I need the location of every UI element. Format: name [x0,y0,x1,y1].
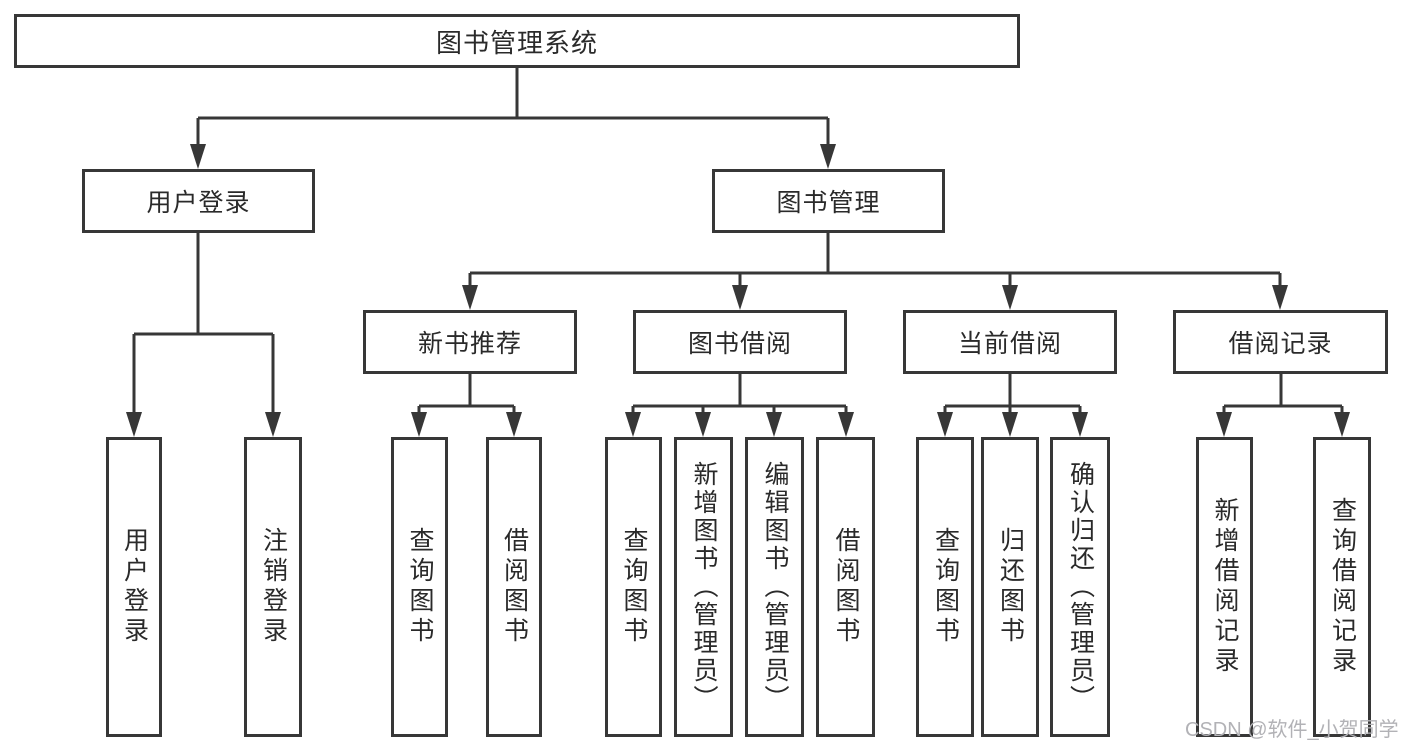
node-user-login: 用户登录 [82,169,315,233]
arrowhead-icon [838,412,854,437]
arrowhead-icon [1002,285,1018,310]
leaf-borrow-books-2: 借阅图书 [816,437,875,737]
arrowhead-icon [1334,412,1350,437]
arrowhead-icon [937,412,953,437]
wire-userlogin-group [132,233,275,414]
leaf-logout: 注销登录 [244,437,302,737]
leaf-label: 借阅图书 [500,527,529,647]
arrowhead-icon [1002,412,1018,437]
leaf-label: 查询图书 [620,527,648,647]
leaf-label: 借阅图书 [832,527,860,647]
arrowhead-icon [1072,412,1088,437]
leaf-add-books-admin: 新增图书（管理员） [674,437,733,737]
leaf-label: 用户登录 [120,527,149,647]
arrowhead-icon [190,144,206,169]
leaf-query-books-2: 查询图书 [605,437,662,737]
csdn-watermark: CSDN @软件_小贺同学 [1185,719,1399,741]
leaf-user-login: 用户登录 [106,437,162,737]
wire-bookmgmt-to-level3 [468,233,1282,288]
arrowheads [126,144,1350,437]
wire-currentborrow-group [943,374,1082,414]
arrowhead-icon [1216,412,1232,437]
leaf-borrow-books-1: 借阅图书 [486,437,542,737]
arrowhead-icon [506,412,522,437]
node-new-book-recommend: 新书推荐 [363,310,577,374]
wire-borrowrecords-group [1222,374,1344,414]
leaf-label: 新增借阅记录 [1211,497,1239,677]
leaf-label: 查询借阅记录 [1328,497,1357,677]
leaf-confirm-return-admin: 确认归还（管理员） [1050,437,1110,737]
node-book-borrow: 图书借阅 [633,310,847,374]
arrowhead-icon [732,285,748,310]
leaf-query-books-1: 查询图书 [391,437,448,737]
leaf-label: 编辑图书（管理员） [761,461,789,713]
leaf-label: 注销登录 [259,527,288,647]
leaf-label: 确认归还（管理员） [1066,461,1095,713]
arrowhead-icon [625,412,641,437]
node-book-management: 图书管理 [712,169,945,233]
node-root: 图书管理系统 [14,14,1020,68]
leaf-add-borrow-record: 新增借阅记录 [1196,437,1253,737]
leaf-label: 查询图书 [931,527,960,647]
node-borrow-records: 借阅记录 [1173,310,1388,374]
node-current-borrow: 当前借阅 [903,310,1117,374]
leaf-query-borrow-record: 查询借阅记录 [1313,437,1371,737]
leaf-label: 归还图书 [996,527,1025,647]
arrowhead-icon [820,144,836,169]
leaf-return-books: 归还图书 [981,437,1039,737]
leaf-edit-books-admin: 编辑图书（管理员） [745,437,804,737]
arrowhead-icon [695,412,711,437]
leaf-query-books-3: 查询图书 [916,437,974,737]
arrowhead-icon [265,412,281,437]
arrowhead-icon [766,412,782,437]
arrowhead-icon [462,285,478,310]
wire-root-to-level2 [196,68,830,147]
arrowhead-icon [126,412,142,437]
arrowhead-icon [411,412,427,437]
wire-newbook-group [417,374,516,414]
arrowhead-icon [1272,285,1288,310]
leaf-label: 新增图书（管理员） [690,461,718,713]
wire-bookborrow-group [631,374,848,414]
leaf-label: 查询图书 [406,527,434,647]
